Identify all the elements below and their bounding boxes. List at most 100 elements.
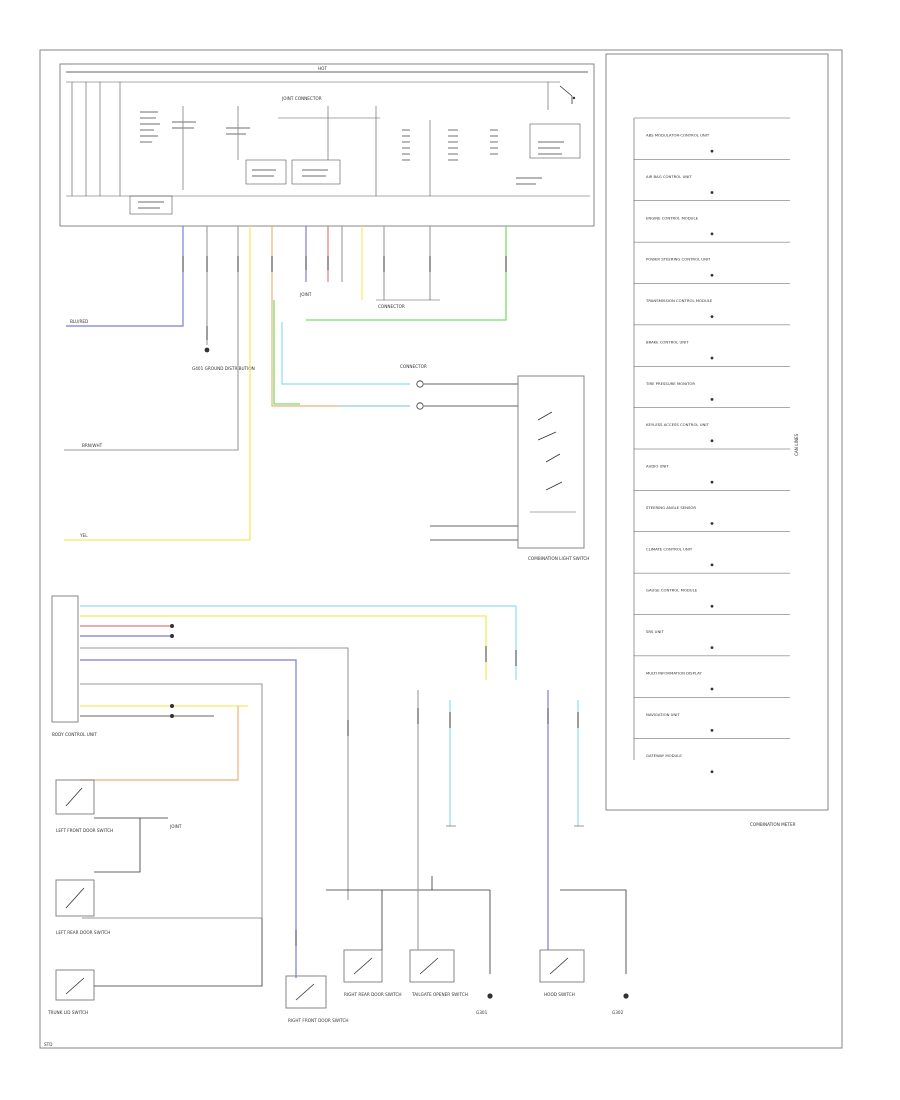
can-node-terminal (710, 397, 714, 401)
wire-hood-right (560, 889, 627, 974)
hood-label: HOOD SWITCH (544, 992, 575, 997)
hood-switch-box (539, 949, 585, 983)
can-node-label: TRANSMISSION CONTROL MODULE (645, 298, 713, 303)
switch-contact-b (545, 453, 563, 491)
top-module-block (59, 63, 595, 227)
inner-box-1 (129, 195, 173, 215)
page-mark: STD (44, 1042, 52, 1047)
connector-label-mid: CONNECTOR (400, 364, 427, 369)
wire-blue-label: BLU/RED (70, 319, 88, 324)
can-node-label: SRS UNIT (646, 629, 664, 634)
lr-door-switch-box (55, 779, 95, 815)
can-node-terminal (710, 439, 714, 443)
top-switch-contact (572, 96, 576, 100)
lower-wire-marks (295, 646, 579, 946)
ground-a-label: G301 (476, 1010, 488, 1015)
rr-door-contact (65, 887, 85, 909)
inner-box-3 (291, 159, 341, 185)
rear-door-label: RIGHT REAR DOOR SWITCH (344, 992, 402, 997)
inner-box-4 (529, 123, 581, 159)
can-node-terminal (710, 232, 714, 236)
can-node-label: AIR BAG CONTROL UNIT (646, 174, 692, 179)
can-node-terminal (710, 480, 714, 484)
rr-door-switch-box (55, 879, 95, 917)
can-node-label: MULTI INFORMATION DISPLAY (646, 670, 702, 675)
wire-trunk (94, 918, 263, 987)
can-node-label: TIRE PRESSURE MONITOR (645, 381, 695, 386)
outer-frame (39, 49, 843, 1049)
inner-box-2 (245, 159, 287, 185)
can-node-terminal (710, 315, 714, 318)
top-bus-label: HOT (318, 66, 327, 71)
ecu-connector-dots (170, 624, 174, 718)
can-node-terminal (710, 149, 714, 153)
can-node-label: BRAKE CONTROL UNIT (646, 339, 689, 344)
trunk-label: TRUNK LID SWITCH (47, 1010, 88, 1015)
can-node-label: CLIMATE CONTROL UNIT (646, 546, 693, 551)
top-internal-lines (66, 82, 590, 197)
trunk-contact (65, 977, 85, 995)
combination-switch-box (517, 375, 585, 549)
wire-blue-left (66, 226, 184, 327)
connector-pin-1 (416, 380, 424, 388)
can-node-label: GATEWAY MODULE (646, 753, 682, 758)
tailgate-contact (419, 957, 439, 975)
can-node-label: GAUGE CONTROL MODULE (646, 588, 698, 593)
right-panel-label: CAN LINES (794, 433, 799, 456)
lr-door-contact (65, 787, 83, 807)
wire-tailgate-right (431, 876, 491, 974)
can-node-terminal (710, 687, 714, 691)
ground-b-label: G302 (612, 1010, 624, 1015)
can-node-label: NAVIGATION UNIT (646, 712, 680, 717)
right-panel-footer: COMBINATION METER (750, 822, 796, 827)
joint-label-1: JOINT (299, 292, 312, 297)
wire-orange-low (80, 706, 239, 781)
body-ecu-box (51, 595, 79, 723)
tailgate-label: TAILGATE OPENER SWITCH (411, 992, 468, 997)
body-ecu-label: BODY CONTROL UNIT (52, 732, 97, 737)
wire-yellow-long (64, 226, 251, 541)
wire-blue-low-b (80, 659, 297, 978)
can-node-terminal (710, 728, 714, 732)
can-node-label: STEERING ANGLE SENSOR (646, 505, 696, 510)
wire-joint-ground (94, 818, 141, 873)
can-node-terminal (710, 563, 714, 567)
main-connector-label: JOINT CONNECTOR (281, 96, 322, 101)
lr-door-label: LEFT FRONT DOOR SWITCH (56, 828, 113, 833)
tailgate-switch-box (409, 949, 455, 983)
can-node-label: ABS MODULATOR-CONTROL UNIT (646, 133, 710, 138)
wire-green-right (306, 226, 507, 321)
ground-dot-center (204, 347, 210, 353)
wire-gray-low-b (80, 683, 263, 919)
wire-lightblue-top (281, 322, 410, 385)
can-node-terminal (710, 191, 714, 194)
top-switch-symbol (559, 85, 573, 104)
can-node-terminal (710, 770, 714, 774)
can-node-label: ENGINE CONTROL MODULE (646, 215, 699, 220)
switch-assy-label: COMBINATION LIGHT SWITCH (528, 556, 589, 561)
ground-b-dot (623, 993, 629, 999)
rf-door-label: RIGHT FRONT DOOR SWITCH (288, 1018, 349, 1023)
switch-contact-a (537, 411, 557, 441)
top-module-text-strokes (138, 111, 564, 209)
wire-label-marks (182, 256, 507, 340)
rr-door-label: LEFT REAR DOOR SWITCH (56, 930, 110, 935)
wire-lightblue-low (80, 605, 517, 680)
rf-door-switch-box (285, 975, 327, 1009)
connector-pin-2 (416, 402, 424, 410)
connector-label-top: CONNECTOR (378, 304, 405, 309)
wire-yel-label: YEL (79, 533, 88, 538)
ground-dist-label: G401 GROUND DISTRIBUTION (192, 366, 255, 371)
wire-gray-low-a (80, 647, 349, 900)
wire-brn-wht-label: BRN/WHT (82, 443, 103, 448)
can-node-label: POWER STEERING CONTROL UNIT (646, 257, 711, 262)
wire-orange-top (271, 226, 410, 407)
can-node-terminal (710, 522, 714, 525)
can-node-terminal (710, 356, 714, 360)
joint-label-2: JOINT (169, 824, 182, 829)
wire-brn-wht (64, 226, 239, 451)
trunk-switch-box (55, 969, 95, 1001)
wire-green-top (273, 300, 300, 405)
rf-door-contact (295, 983, 315, 1001)
